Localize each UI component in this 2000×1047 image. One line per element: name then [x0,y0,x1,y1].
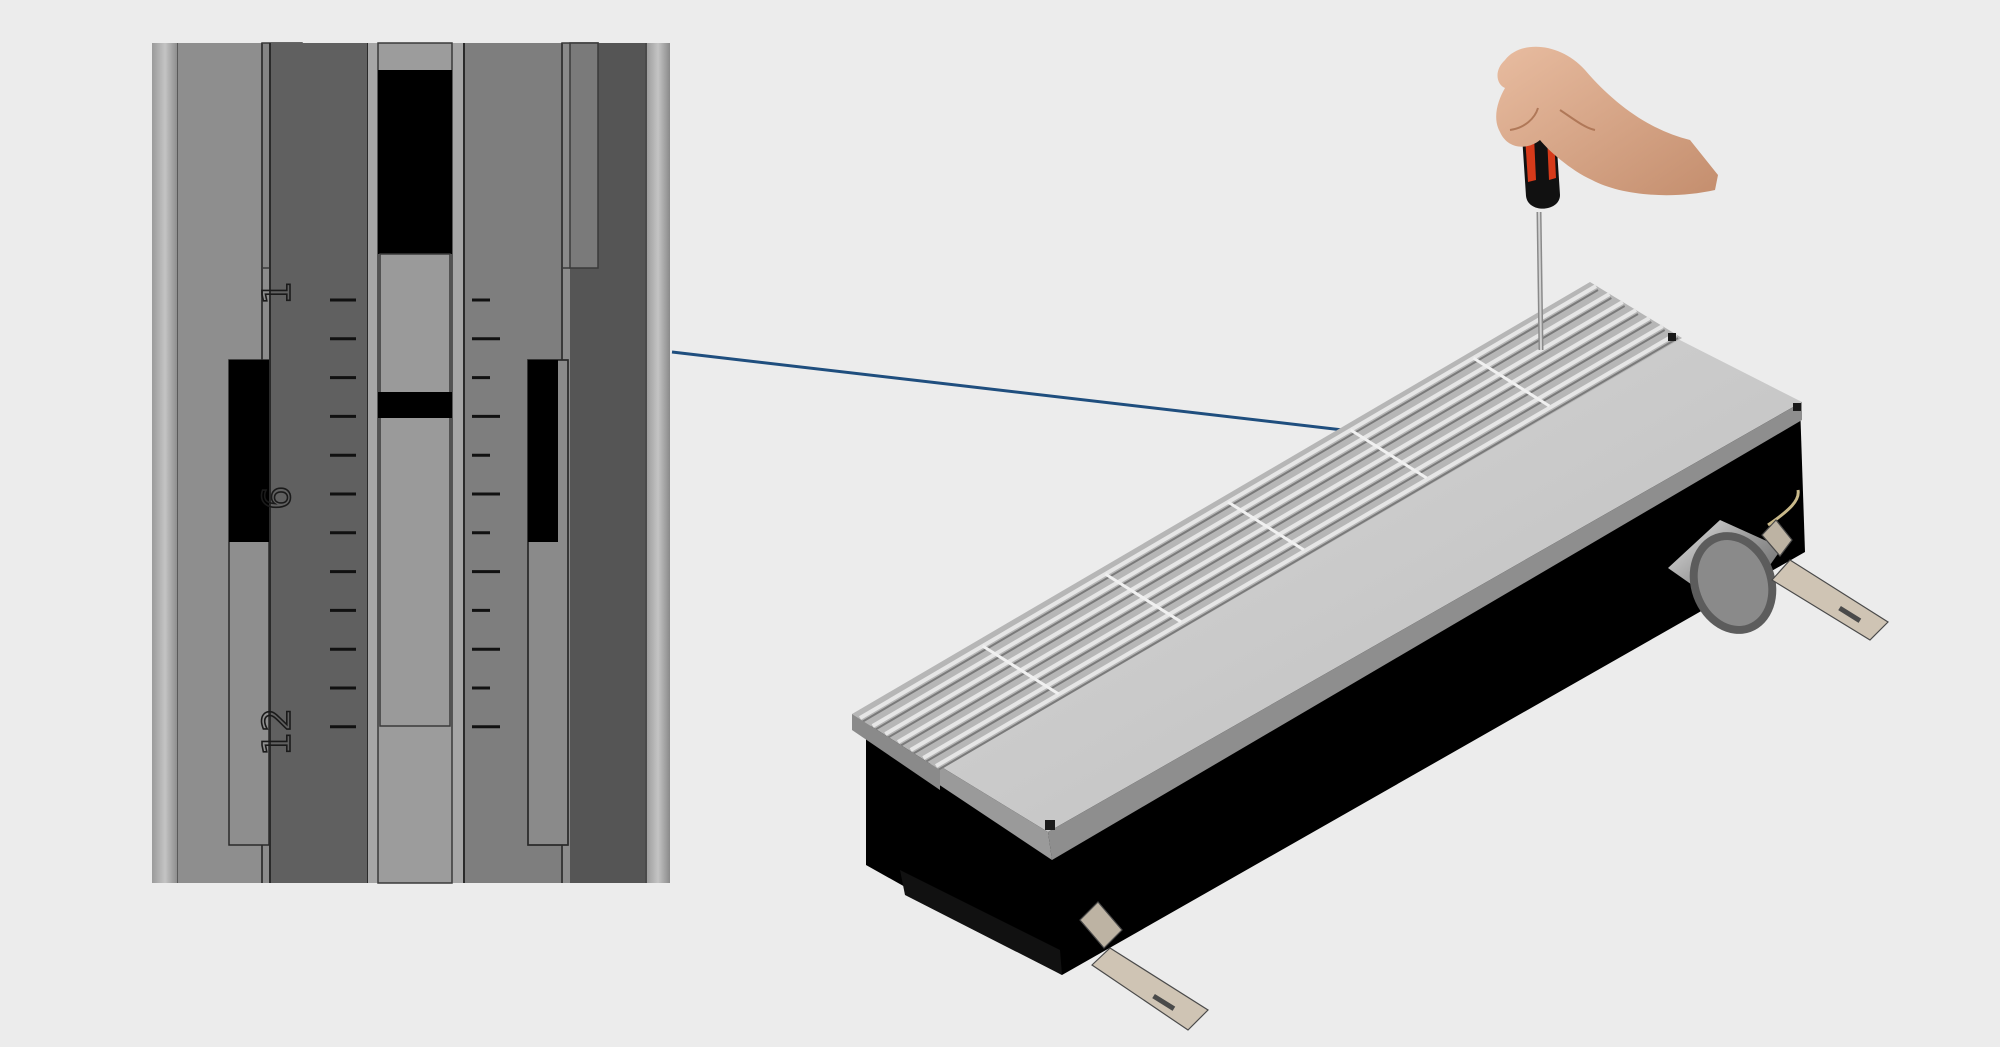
convector-cover [930,335,1802,832]
grille-crossbar [981,644,1060,696]
corner-screw [1045,820,1055,830]
center-indicator-bar [378,392,452,418]
corner-screw [1668,333,1676,341]
grille-bar-shadow [874,297,1612,731]
pipe-connection [1668,489,1800,634]
scale-strip [270,43,368,883]
hand [1496,46,1718,196]
center-slider [379,253,451,727]
grille-crossbar [1227,500,1305,552]
convector-unit [852,282,1889,1031]
left-indicator-mark [229,360,269,542]
cover-front-edge [1048,402,1802,860]
detail-view: 1 6 12 [152,42,670,884]
mounting-bracket-left [1079,901,1209,1031]
grille-bar [934,332,1678,768]
grille-bar-shadow [886,305,1626,739]
grille-bars [858,284,1679,771]
scale-label-1: 1 [255,281,299,305]
mounting-bracket-right [1761,519,1889,641]
grille-crossbar [1349,428,1428,480]
grille-bar-shadow [861,289,1599,723]
scale-label-12: 12 [255,708,299,756]
grille-crossbar [1104,572,1183,624]
scale-ticks-right [472,298,500,729]
pointer-arrow [671,350,1361,436]
grille-bar-shadow [937,337,1679,771]
scale-label-6: 6 [255,486,299,510]
corner-screw [1793,403,1801,411]
center-block-top [378,70,452,254]
detail-right-edge [646,43,670,883]
scale-ticks-left [330,298,356,729]
grille-crossbar [1472,356,1551,408]
detail-left-edge [152,43,178,883]
hand-icon [1496,46,1718,196]
